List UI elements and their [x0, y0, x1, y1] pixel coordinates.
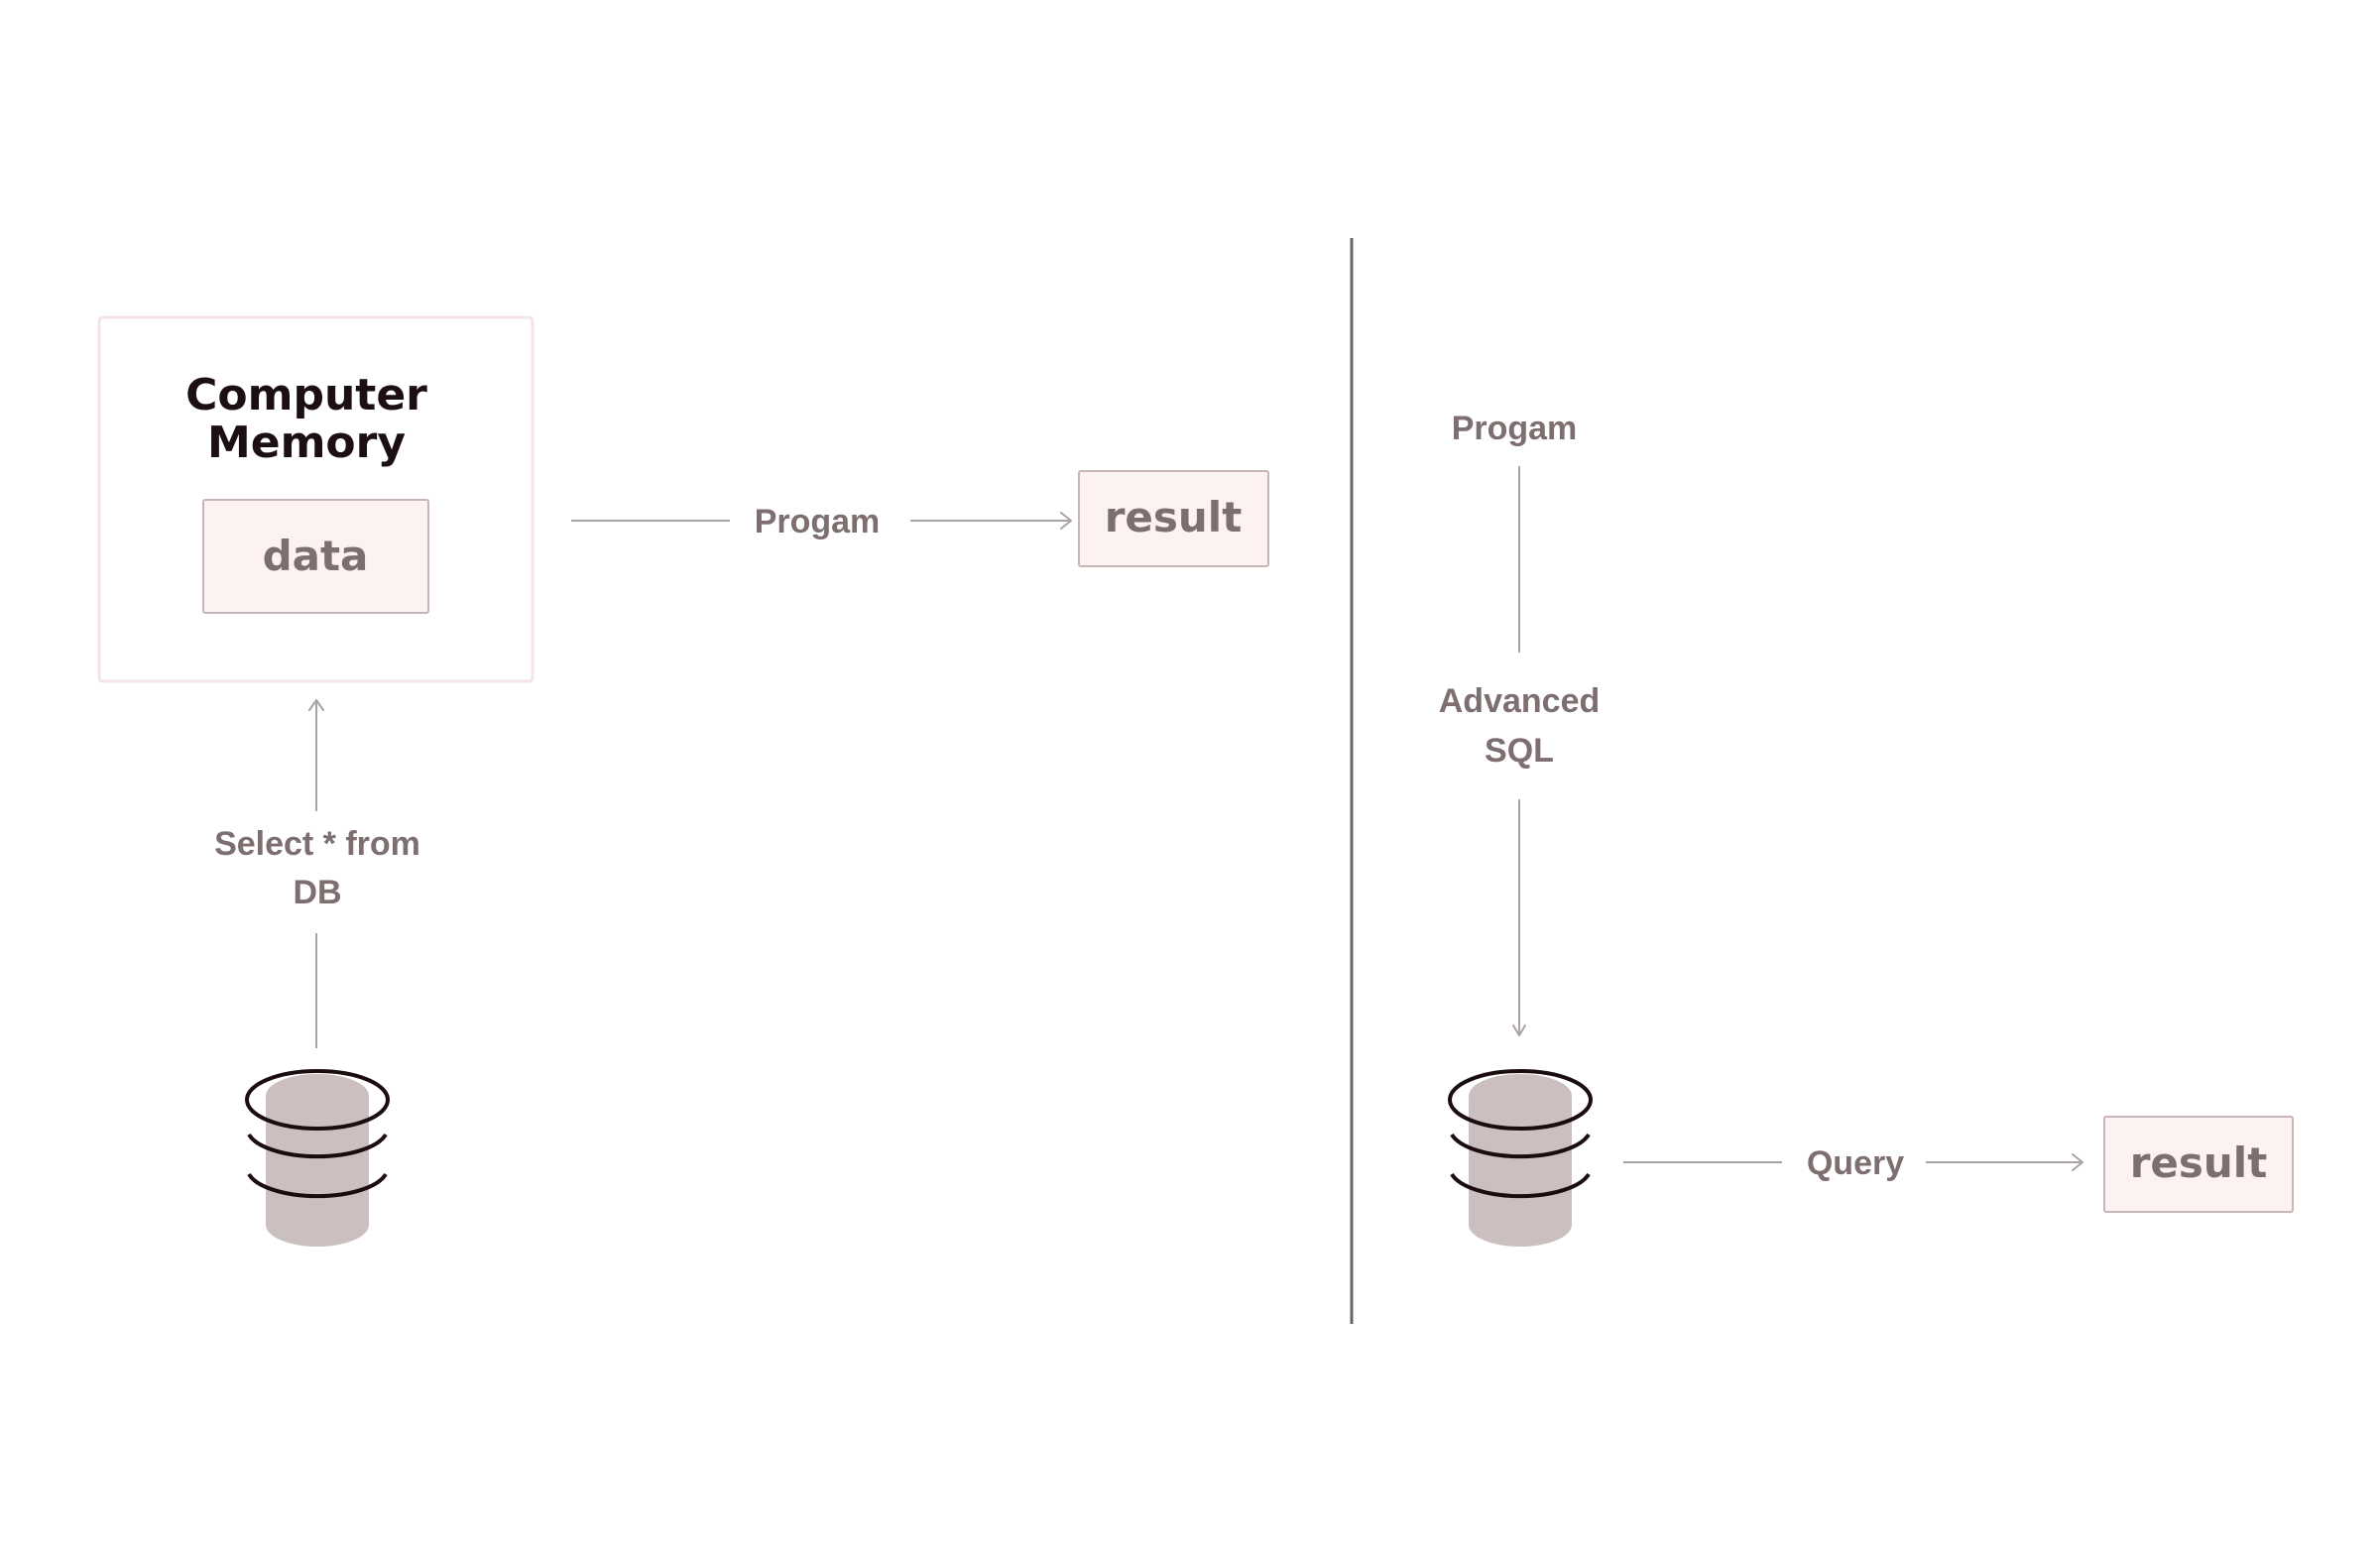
- right-panel: Progam Advanced SQL Query result: [1439, 410, 2294, 1247]
- right-result-label: result: [2130, 1138, 2268, 1187]
- advanced-sql-label-line2: SQL: [1485, 732, 1554, 770]
- computer-memory-title-line1: Computer: [185, 370, 427, 420]
- left-program-label: Progam: [755, 503, 881, 540]
- data-label: data: [263, 532, 369, 580]
- query-to-memory-arrowhead: [308, 699, 324, 711]
- data-box: [202, 499, 429, 614]
- left-panel: Computer Memory data Progam result Selec…: [97, 315, 1269, 1247]
- query-label: Query: [1807, 1144, 1904, 1182]
- right-program-label: Progam: [1452, 410, 1578, 447]
- query-to-result-arrowhead: [2072, 1153, 2083, 1171]
- left-result-label: result: [1105, 493, 1243, 541]
- database-icon: [1448, 1069, 1593, 1247]
- computer-memory-title-line2: Memory: [207, 418, 406, 468]
- program-to-result-arrowhead: [1060, 512, 1072, 530]
- advanced-sql-label-line1: Advanced: [1439, 682, 1601, 720]
- select-query-label-line1: Select * from: [214, 825, 420, 863]
- select-query-label-line2: DB: [293, 874, 341, 911]
- sql-to-db-arrowhead: [1512, 1024, 1526, 1036]
- database-icon: [245, 1069, 390, 1247]
- left-result-box: [1078, 470, 1269, 567]
- right-result-box: [2103, 1116, 2294, 1213]
